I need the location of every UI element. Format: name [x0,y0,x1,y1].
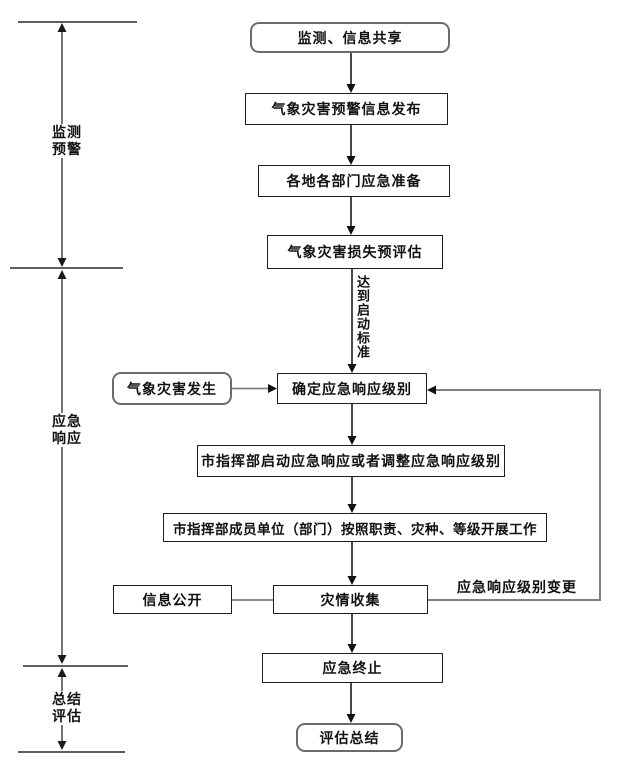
arrowhead-down-icon [346,84,356,93]
edge-feedback-level-change [428,389,601,601]
edge-label-response-level-change: 应急响应级别变更 [457,577,577,597]
node-evaluation-summary: 评估总结 [296,723,403,752]
arrowhead-down-icon [347,364,357,373]
phase-label-line: 响应 [52,430,82,446]
arrowhead-down-icon [57,258,67,267]
node-disaster-info-collection: 灾情收集 [273,585,428,614]
phase-label-summary-evaluation: 总结 评估 [46,691,88,725]
arrowhead-down-icon [346,226,356,235]
node-emergency-termination: 应急终止 [262,653,443,683]
arrowhead-down-icon [347,436,357,445]
node-member-units-work: 市指挥部成员单位（部门）按照职责、灾种、等级开展工作 [163,513,547,542]
arrowhead-down-icon [347,644,357,653]
arrowhead-right-icon [268,384,277,393]
phase-label-line: 应急 [52,413,82,429]
node-start-or-adjust-response: 市指挥部启动应急响应或者调整应急响应级别 [197,445,505,477]
phase-axis-boundaries [10,21,137,753]
arrowhead-left-icon [427,385,436,395]
phase-label-line: 总结 [52,691,82,707]
node-local-emergency-preparation: 各地各部门应急准备 [258,165,450,197]
phase-label-line: 预警 [52,141,82,157]
node-monitoring-info-sharing: 监测、信息共享 [250,22,450,53]
node-information-disclosure: 信息公开 [113,585,232,614]
arrowhead-down-icon [57,741,67,750]
node-determine-response-level: 确定应急响应级别 [277,373,427,404]
node-loss-pre-assessment: 气象灾害损失预评估 [267,235,443,269]
arrowhead-up-icon [57,668,67,677]
arrowhead-down-icon [346,156,356,165]
arrowhead-down-icon [347,576,357,585]
arrowhead-down-icon [347,504,357,513]
side-connectors [232,384,601,601]
edge-label-reach-activation-standard: 达到启动标准 [355,275,370,361]
arrowhead-up-icon [57,270,67,279]
phase-label-emergency-response: 应急 响应 [46,413,88,447]
flow-arrows [346,53,357,723]
node-warning-info-release: 气象灾害预警信息发布 [245,93,448,125]
arrowhead-down-icon [57,655,67,664]
arrowhead-up-icon [57,23,67,32]
phase-label-line: 监测 [52,124,82,140]
phase-label-line: 评估 [52,708,82,724]
node-disaster-occurs: 气象灾害发生 [112,372,232,405]
phase-label-monitoring-warning: 监测 预警 [46,124,88,158]
arrowhead-down-icon [346,714,356,723]
